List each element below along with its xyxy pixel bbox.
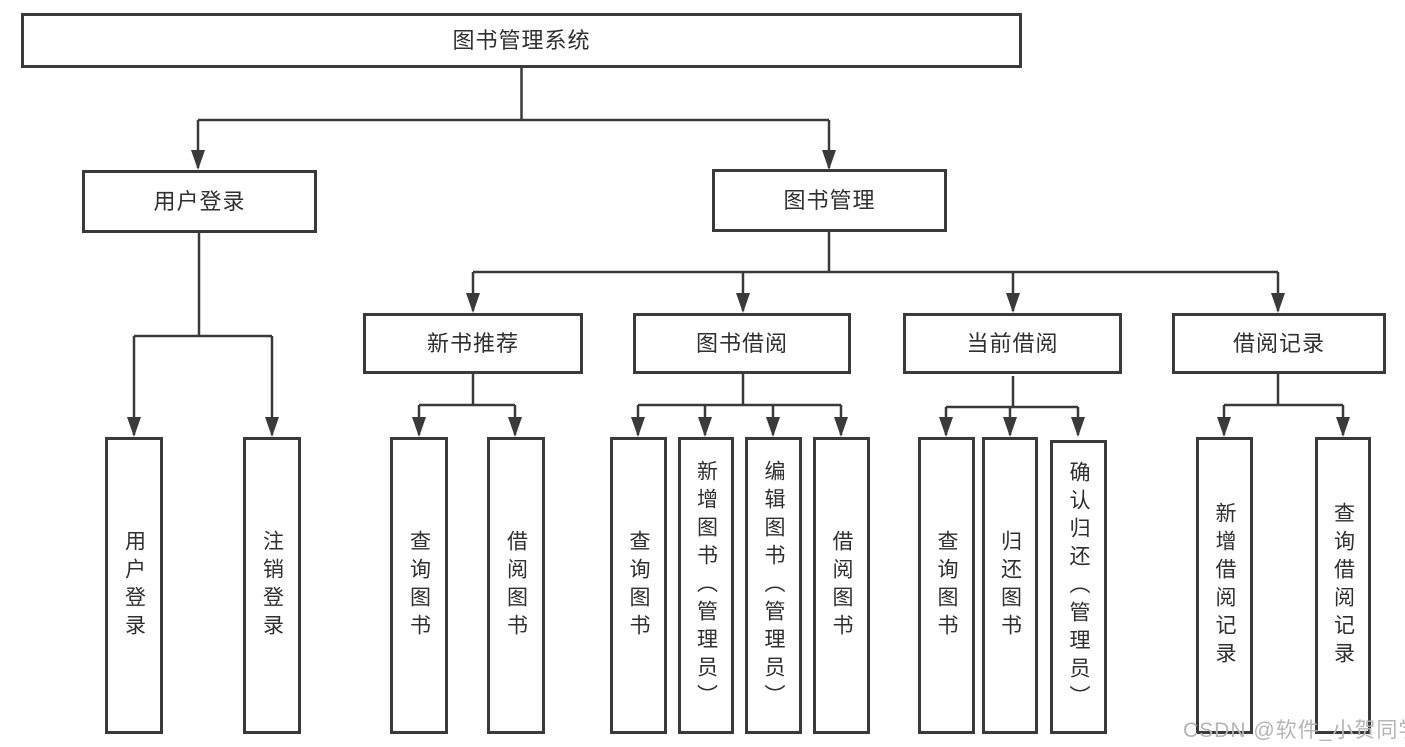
node-current-borrowing: 当前借阅 (903, 313, 1122, 374)
connector-paths (132, 68, 1345, 435)
leaf-borrow-books-label: 借阅图书 (830, 529, 853, 642)
node-borrowing-records: 借阅记录 (1172, 313, 1386, 374)
leaf-add-books-admin-label: 新增图书（管理员） (694, 459, 718, 712)
leaf-query-books-recommend: 查询图书 (390, 437, 448, 734)
leaf-logout: 注销登录 (243, 437, 301, 734)
leaf-add-books-admin: 新增图书（管理员） (678, 437, 734, 734)
watermark: CSDN @软件_小贺同学 (1183, 719, 1405, 742)
leaf-query-borrow-record: 查询借阅记录 (1315, 437, 1371, 734)
leaf-confirm-return-admin: 确认归还（管理员） (1050, 440, 1107, 734)
leaf-borrow-books-recommend: 借阅图书 (487, 437, 545, 734)
leaf-user-login-label: 用户登录 (122, 529, 146, 642)
node-book-management: 图书管理 (712, 169, 947, 232)
leaf-borrow-books-recommend-label: 借阅图书 (504, 529, 528, 642)
leaf-user-login: 用户登录 (105, 437, 163, 734)
node-user-login: 用户登录 (82, 170, 317, 233)
leaf-query-books-borrowing: 查询图书 (610, 437, 667, 734)
leaf-query-borrow-record-label: 查询借阅记录 (1331, 501, 1355, 670)
leaf-edit-books-admin-label: 编辑图书（管理员） (762, 459, 785, 712)
node-library-management-system: 图书管理系统 (21, 13, 1022, 68)
leaf-edit-books-admin: 编辑图书（管理员） (745, 437, 802, 734)
node-book-borrowing: 图书借阅 (633, 313, 851, 374)
leaf-query-books-current-label: 查询图书 (935, 529, 958, 642)
leaf-borrow-books: 借阅图书 (813, 437, 870, 734)
leaf-add-borrow-record-label: 新增借阅记录 (1213, 501, 1236, 670)
leaf-query-books-borrowing-label: 查询图书 (627, 529, 650, 642)
leaf-return-books-label: 归还图书 (998, 529, 1022, 642)
leaf-confirm-return-admin-label: 确认归还（管理员） (1067, 461, 1090, 713)
leaf-query-books-recommend-label: 查询图书 (407, 529, 431, 642)
leaf-logout-label: 注销登录 (260, 529, 284, 642)
leaf-return-books: 归还图书 (982, 437, 1038, 734)
leaf-add-borrow-record: 新增借阅记录 (1196, 437, 1253, 734)
leaf-query-books-current: 查询图书 (918, 437, 975, 734)
node-new-book-recommendation: 新书推荐 (363, 313, 583, 374)
